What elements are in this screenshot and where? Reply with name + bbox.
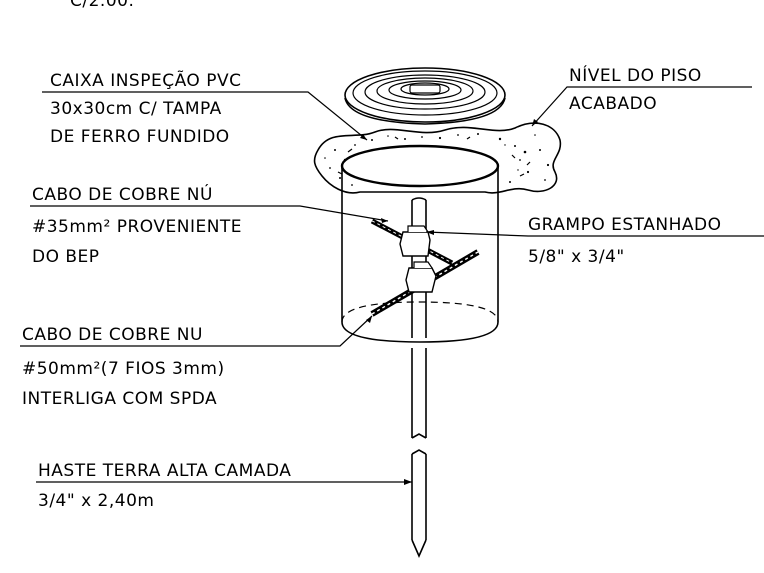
callout-cabo-35: CABO DE COBRE NÚ #35mm² PROVENIENTE DO B… [32,183,242,267]
callout-nivel: NÍVEL DO PISO ACABADO [569,64,702,114]
top-fragment-text: C/2.00. [70,0,134,11]
nivel-label-line2: ACABADO [569,94,657,114]
callout-haste: HASTE TERRA ALTA CAMADA 3/4" x 2,40m [38,461,291,511]
cast-iron-lid [344,67,506,125]
cabo-50-label-line3: INTERLIGA COM SPDA [22,389,217,409]
grampo-label-line1: GRAMPO ESTANHADO [528,215,721,235]
cabo-50-label-line1: CABO DE COBRE NU [22,325,203,345]
callout-grampo: GRAMPO ESTANHADO 5/8" x 3/4" [528,215,721,267]
cabo-50-label-line2: #50mm²(7 FIOS 3mm) [22,359,225,379]
cabo-35-label-line1: CABO DE COBRE NÚ [32,183,213,205]
tinned-clamps [399,225,437,293]
haste-label-line2: 3/4" x 2,40m [38,491,154,511]
cabo-35-label-line2: #35mm² PROVENIENTE [32,217,242,237]
haste-label-line1: HASTE TERRA ALTA CAMADA [38,461,291,481]
grampo-label-line2: 5/8" x 3/4" [528,247,625,267]
leader-lines [20,86,764,485]
callout-cabo-50: CABO DE COBRE NU #50mm²(7 FIOS 3mm) INTE… [22,325,225,409]
cabo-35-label-line3: DO BEP [32,247,100,267]
caixa-label-line3: DE FERRO FUNDIDO [50,127,230,147]
nivel-label-line1: NÍVEL DO PISO [569,64,702,86]
callout-caixa: CAIXA INSPEÇÃO PVC 30x30cm C/ TAMPA DE F… [50,69,241,147]
caixa-label-line2: 30x30cm C/ TAMPA [50,99,222,119]
pvc-inspection-box [340,144,500,343]
caixa-label-line1: CAIXA INSPEÇÃO PVC [50,69,241,91]
